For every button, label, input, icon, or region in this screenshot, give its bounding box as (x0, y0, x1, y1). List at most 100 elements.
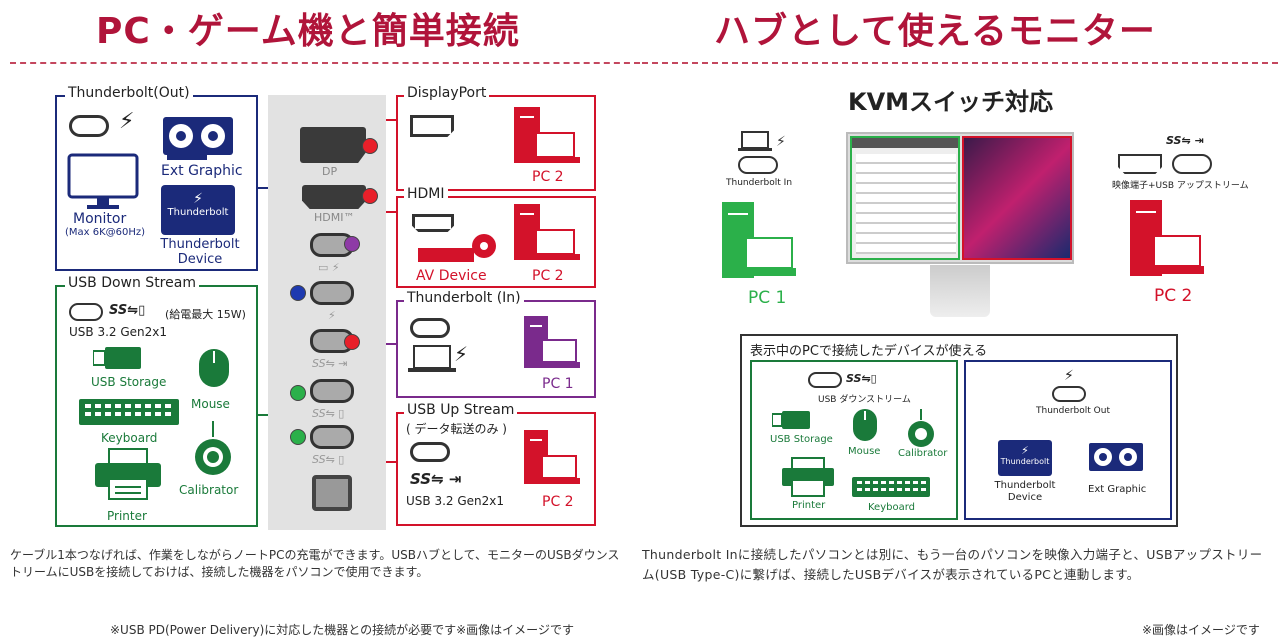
pc2-icon (1130, 200, 1204, 276)
usb-down-label: USB ダウンストリーム (818, 395, 911, 405)
usb-up-sub: ( データ転送のみ ) (406, 422, 507, 436)
keyboard-label: Keyboard (101, 431, 158, 445)
printer-icon (95, 448, 161, 500)
pc1-label: PC 1 (748, 288, 787, 308)
usb-up-spec: USB 3.2 Gen2x1 (406, 494, 505, 508)
usb-c-icon (1172, 154, 1212, 174)
usb-c-icon (410, 442, 450, 462)
superspeed-usb-icon: SS⇋▯ (846, 372, 877, 385)
calibrator-icon (195, 421, 231, 475)
pc1-screen (850, 136, 960, 260)
usb-c-icon (410, 318, 450, 338)
hdmi-port (302, 185, 366, 209)
ext-graphic-label: Ext Graphic (161, 163, 243, 179)
pc2-screen (962, 136, 1072, 260)
usb-down-dot-1 (290, 385, 306, 401)
devices-panel: 表示中のPCで接続したデバイスが使える SS⇋▯ USB ダウンストリーム US… (740, 334, 1178, 527)
printer-icon (782, 457, 834, 497)
dp-connection-dot (362, 138, 378, 154)
hdmi-header: HDMI (404, 186, 448, 202)
monitor-sub-label: (Max 6K@60Hz) (65, 227, 146, 238)
hdmi-pc-label: PC 2 (532, 268, 564, 284)
hdmi-icon (412, 214, 454, 232)
usb-up-panel: USB Up Stream ( データ転送のみ ) SS⇋ ⇥ USB 3.2 … (396, 402, 596, 526)
displayport-panel: DisplayPort PC 2 (396, 85, 596, 191)
calibrator-label: Calibrator (898, 448, 948, 459)
usb-up-header: USB Up Stream (404, 402, 518, 418)
right-footnote: ※画像はイメージです (1142, 623, 1260, 637)
mouse-label: Mouse (191, 397, 230, 411)
pc-icon (514, 204, 580, 260)
tb-in-panel: Thunderbolt (In) ⚡ PC 1 (396, 290, 596, 398)
usb-storage-icon (93, 347, 141, 369)
video-port-icon (1118, 154, 1162, 174)
superspeed-usb-icon: SS⇋ ⇥ (410, 470, 462, 488)
superspeed-icon: SS⇋ ▯ (312, 407, 345, 420)
usb-storage-icon (772, 411, 810, 429)
thunderbolt-logo-icon: ⚡ (193, 191, 203, 207)
tb-in-label: Thunderbolt In (726, 178, 793, 188)
usb-down-header: USB Down Stream (65, 275, 199, 291)
power-note: (給電最大 15W) (165, 308, 246, 321)
right-description: Thunderbolt Inに接続したパソコンとは別に、もう一台のパソコンを映像… (642, 547, 1263, 582)
usb-c-port-down-1 (310, 379, 354, 403)
laptop-bolt-icon: ▭ ⚡ (318, 261, 340, 274)
usb-devices-subpanel: SS⇋▯ USB ダウンストリーム USB Storage Mouse Cali… (750, 360, 958, 520)
monitor-stand (930, 265, 990, 317)
printer-label: Printer (792, 500, 826, 511)
right-divider (642, 62, 1278, 64)
pc-icon (514, 107, 580, 163)
usb-c-port-down-2 (310, 425, 354, 449)
superspeed-usb-icon: SS⇋ ⇥ (1166, 134, 1204, 147)
ext-graphic-icon (1089, 443, 1143, 471)
kvm-title: KVMスイッチ対応 (848, 88, 1054, 116)
usb-up-connection-dot (344, 334, 360, 350)
usb-down-dot-2 (290, 429, 306, 445)
mouse-icon (199, 349, 229, 387)
mouse-label: Mouse (848, 446, 881, 457)
tb-out-label: Thunderbolt Out (1036, 406, 1110, 416)
usb-c-icon (808, 372, 842, 388)
right-title: ハブとして使えるモニター (714, 11, 1156, 52)
thunderbolt-logo-text: Thunderbolt (167, 207, 229, 218)
tb-out-connection-dot (290, 285, 306, 301)
left-title: PC・ゲーム機と簡単接続 (96, 11, 520, 52)
usb-c-icon (69, 115, 109, 137)
tb-out-header: Thunderbolt(Out) (65, 85, 193, 101)
pc1-icon (722, 202, 796, 278)
tb-out-panel: Thunderbolt(Out) ⚡ Monitor (Max 6K@60Hz)… (55, 85, 258, 271)
laptop-bolt-icon: ⚡ (738, 131, 786, 151)
tb-device-label: Thunderbolt Device (994, 480, 1056, 503)
monitor-image (846, 132, 1074, 264)
thunderbolt-bolt-icon: ⚡ (119, 109, 135, 134)
usb-c-port-tb-out (310, 281, 354, 305)
tb-device-label: Thunderbolt Device (160, 237, 240, 267)
thunderbolt-logo-icon: ⚡ (1021, 444, 1029, 457)
usb-c-icon (1052, 386, 1086, 402)
left-description: ケーブル1本つなげれば、作業をしながらノートPCの充電ができます。USBハブとし… (10, 548, 620, 579)
tb-devices-subpanel: ⚡ Thunderbolt Out ⚡ Thunderbolt Thunderb… (964, 360, 1172, 520)
calibrator-icon (908, 409, 934, 447)
hdmi-panel: HDMI AV Device PC 2 (396, 186, 596, 288)
devices-header: 表示中のPCで接続したデバイスが使える (750, 344, 988, 359)
hdmi-port-label: HDMI™ (314, 211, 355, 224)
monitor-label: Monitor (73, 211, 127, 227)
pc-icon (524, 316, 580, 368)
video-usb-label: 映像端子+USB アップストリーム (1112, 181, 1249, 191)
superspeed-icon: SS⇋ ⇥ (312, 357, 348, 370)
left-divider (10, 62, 640, 64)
keyboard-label: Keyboard (868, 502, 916, 513)
mouse-icon (853, 409, 877, 441)
tb-in-connection-dot (344, 236, 360, 252)
usb-down-spec: USB 3.2 Gen2x1 (69, 325, 168, 339)
dp-port-label: DP (322, 165, 338, 178)
ext-graphic-label: Ext Graphic (1088, 484, 1147, 495)
usb-c-icon (69, 303, 103, 321)
av-device-icon (418, 234, 496, 262)
usb-storage-label: USB Storage (770, 434, 833, 445)
superspeed-icon: SS⇋ ▯ (312, 453, 345, 466)
bolt-icon: ⚡ (328, 309, 336, 322)
ext-graphic-icon (163, 117, 233, 160)
thunderbolt-device-icon: ⚡ Thunderbolt (161, 185, 235, 235)
displayport-header: DisplayPort (404, 85, 490, 101)
